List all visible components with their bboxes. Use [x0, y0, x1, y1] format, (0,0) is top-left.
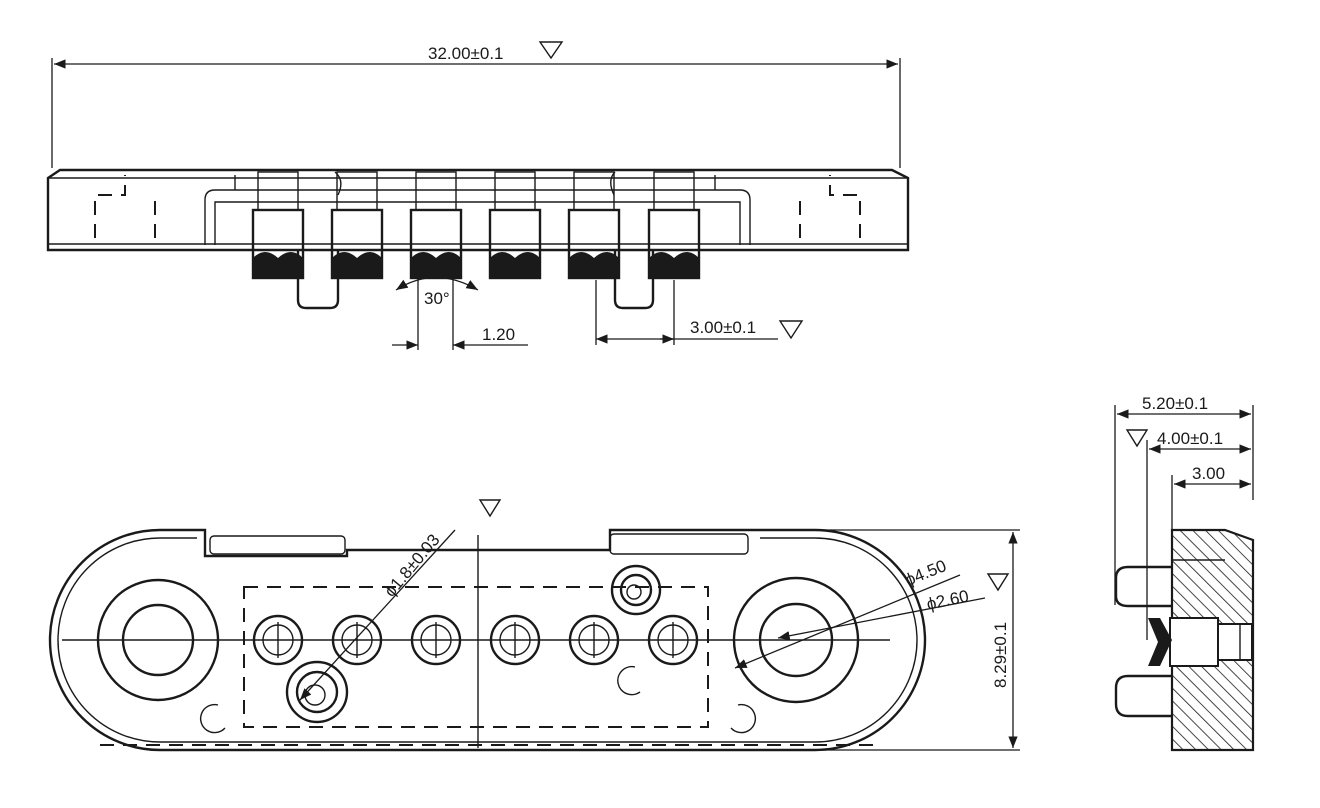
- datum-triangle-icon: [1125, 429, 1149, 448]
- pin-hole: [410, 614, 462, 666]
- connector-body-outline: [46, 168, 910, 252]
- pin-hole: [252, 614, 304, 666]
- pin-hole: [647, 614, 699, 666]
- pitch-label: 3.00±0.1: [690, 318, 756, 337]
- pin-hole: [489, 614, 541, 666]
- base-outline: [48, 528, 927, 752]
- angle-label: 30°: [424, 289, 450, 308]
- datum-triangle-icon: [986, 573, 1010, 592]
- overall-depth-label: 5.20±0.1: [1142, 394, 1208, 413]
- boss-bottom: [285, 660, 349, 724]
- terminal-pin: [647, 171, 701, 280]
- pin-depth-label: 3.00: [1192, 464, 1225, 483]
- top-view: 32.00±0.1: [46, 41, 910, 350]
- boss-diameter-label: ϕ4.50: [902, 556, 949, 590]
- overall-height-label: 8.29±0.1: [991, 622, 1010, 688]
- pin-hole: [568, 614, 620, 666]
- side-view: 5.20±0.1 4.00±0.1 3.00: [1114, 394, 1255, 752]
- overall-length-label: 32.00±0.1: [428, 44, 504, 63]
- datum-triangle-icon: [478, 499, 502, 518]
- locating-post-right: [613, 250, 655, 310]
- boss-top: [610, 564, 662, 616]
- terminal-pin: [251, 171, 305, 280]
- terminal-pin: [567, 171, 621, 280]
- locating-post-left: [296, 250, 340, 310]
- mounting-hole-left: [96, 578, 220, 702]
- side-peg-top: [1114, 565, 1172, 608]
- hidden-cavity: [243, 586, 709, 728]
- pin-holes: [252, 614, 699, 666]
- body-depth-label: 4.00±0.1: [1157, 429, 1223, 448]
- angle-arc: [395, 276, 479, 291]
- terminal-pins: [251, 171, 701, 280]
- small-hole-diameter-label: ϕ1.8±0.03: [381, 530, 444, 600]
- latch-slot-left: [209, 535, 346, 555]
- contact-section: [1148, 618, 1172, 666]
- mounting-hole-right: [732, 576, 860, 704]
- bottom-view: ϕ1.8±0.03 ϕ4.50 ϕ2.60 8.29±0.1: [48, 499, 1020, 752]
- side-peg-bottom: [1114, 674, 1172, 718]
- datum-triangle-icon: [538, 41, 564, 60]
- terminal-pin: [488, 171, 542, 280]
- datum-triangle-icon: [778, 320, 804, 340]
- latch-slot-right: [609, 533, 749, 555]
- bore-diameter-label: ϕ2.60: [925, 586, 971, 613]
- slot-width-label: 1.20: [482, 325, 515, 344]
- pin-hole: [331, 614, 383, 666]
- terminal-pin: [330, 171, 384, 280]
